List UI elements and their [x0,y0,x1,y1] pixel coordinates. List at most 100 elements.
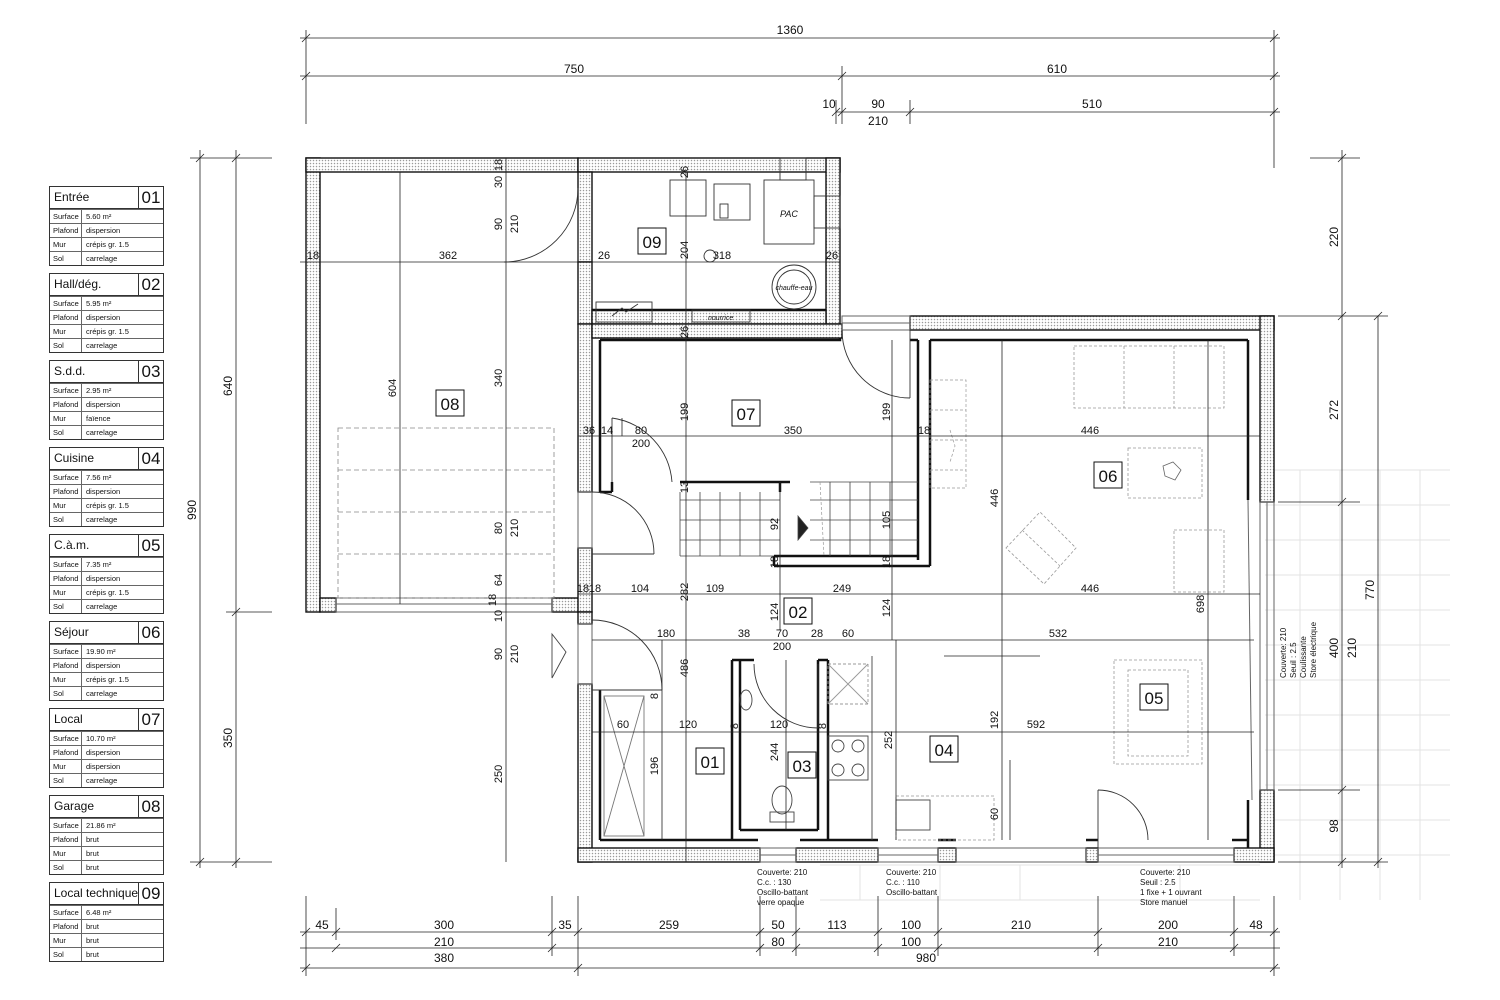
dim-b1-45: 45 [315,918,329,932]
room-attr-key: Surface [50,384,82,397]
room-card-header: S.d.d.03 [50,361,163,383]
dim-top-510: 510 [1082,97,1102,111]
room-attr-key: Plafond [50,920,82,933]
dims-top: 1360 750 610 10 90 510 210 [564,23,1102,128]
dim-i-26b: 26 [826,250,838,262]
dims-interior-v: 604 30 18 90 210 340 80 210 64 18 10 90 … [387,159,1207,820]
dim-b2-100: 100 [901,935,921,949]
dim-i-80a: 80 [635,425,647,437]
room-attr-value: 5.60 m² [86,212,112,221]
dim-v-60c: 60 [989,808,1001,820]
room-attr-key: Plafond [50,659,82,672]
room-attr-key: Plafond [50,572,82,585]
room-attr-key: Surface [50,645,82,658]
room-attr-row: Plafond dispersion [50,571,163,585]
dim-v-92: 92 [769,518,781,530]
nourrice-label: nourrice [708,315,733,322]
wc-window-line-4: verre opaque [757,898,805,907]
east-door-line-1: Couverte: 210 [1279,627,1288,678]
room-name: Hall/dég. [54,277,102,291]
wc-window-line-2: C.c. : 130 [757,878,792,887]
room-attr-key: Mur [50,325,82,338]
dim-b1-210: 210 [1011,918,1031,932]
room-attr-key: Surface [50,819,82,832]
living-door-line-3: 1 fixe + 1 ouvrant [1140,888,1202,897]
dim-v-204: 204 [679,241,691,259]
dim-b1-259: 259 [659,918,679,932]
room-attr-key: Mur [50,586,82,599]
room-attr-value: crépis gr. 1.5 [86,588,129,597]
dim-v-446: 446 [989,489,1001,507]
room-tag-02: 02 [789,603,808,622]
dim-v-199a: 199 [679,403,691,421]
room-attr-value: brut [86,936,99,945]
dim-right-400: 400 [1327,638,1341,658]
dim-right-770: 770 [1363,580,1377,600]
dim-b1-50: 50 [771,918,785,932]
staircase [679,481,918,557]
room-attr-value: dispersion [86,487,121,496]
dim-i-446a: 446 [1081,425,1099,437]
room-name: Garage [54,799,95,813]
room-attr-value: carrelage [86,254,118,263]
east-door-line-4: Store électrique [1309,621,1318,678]
room-attr-value: dispersion [86,574,121,583]
dim-v-90b: 90 [493,648,505,660]
room-attr-key: Surface [50,210,82,223]
dimension-lines [190,30,1388,976]
kitchen-window-line-2: C.c. : 110 [886,878,920,887]
plant-icon [1162,461,1182,481]
room-attr-value: crépis gr. 1.5 [86,675,129,684]
exterior-walls [305,157,1275,863]
interior-walls [592,308,1250,848]
room-attr-value: brut [86,835,99,844]
room-number: 05 [138,535,163,556]
room-attr-key: Mur [50,847,82,860]
room-attr-key: Mur [50,238,82,251]
room-attr-value: dispersion [86,313,121,322]
room-attr-key: Mur [50,499,82,512]
dim-v-18f: 18 [769,556,781,568]
room-number: 09 [138,883,163,904]
dim-left-width: 750 [564,62,584,76]
openings [335,315,1275,863]
equipment-labels: PAC chauffe-eau nourrice [708,209,813,322]
dim-v-210a: 210 [509,215,521,233]
dim-i-60a: 60 [842,628,854,640]
dim-i-200a: 200 [632,438,650,450]
room-name: S.d.d. [54,364,86,378]
room-attr-key: Plafond [50,746,82,759]
living-door-line-1: Couverte: 210 [1140,868,1191,877]
room-attr-key: Surface [50,471,82,484]
room-attr-value: dispersion [86,400,121,409]
dim-i-120a: 120 [679,719,697,731]
room-attr-key: Sol [50,426,82,439]
dim-i-60b: 60 [617,719,629,731]
room-attr-value: 5.95 m² [86,299,112,308]
room-number: 01 [138,187,163,208]
dim-v-64: 64 [493,574,505,586]
room-attr-key: Sol [50,774,82,787]
room-attr-key: Sol [50,252,82,265]
dim-v-486: 486 [679,659,691,677]
room-tag-05: 05 [1145,689,1164,708]
room-name: Local technique [54,886,138,900]
east-door-notes: Couverte: 210 Seuil : 2.5 Coulissante St… [1279,621,1318,678]
room-attr-value: 10.70 m² [86,734,116,743]
dim-v-210b: 210 [509,519,521,537]
